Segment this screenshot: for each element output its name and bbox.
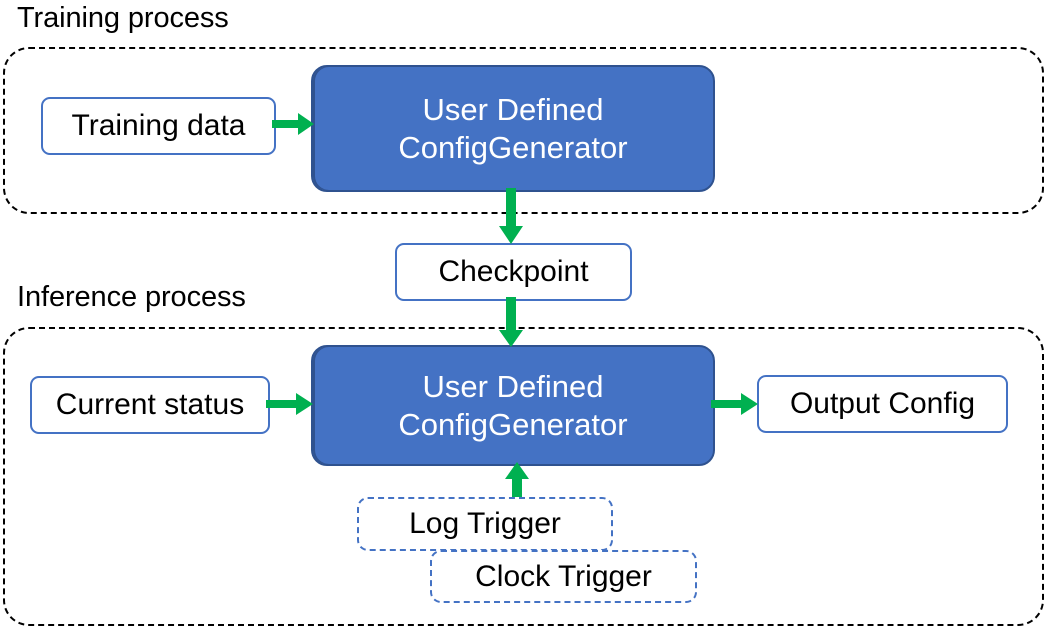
generator-infer-line2: ConfigGenerator bbox=[398, 406, 628, 442]
arrow-current-status-to-generator bbox=[266, 390, 316, 418]
node-checkpoint[interactable]: Checkpoint bbox=[395, 243, 632, 301]
node-user-defined-config-generator-training[interactable]: User Defined ConfigGenerator bbox=[311, 65, 715, 192]
training-process-title: Training process bbox=[17, 2, 229, 34]
node-user-defined-config-generator-inference[interactable]: User Defined ConfigGenerator bbox=[311, 345, 715, 466]
arrow-generator-to-output-config bbox=[711, 390, 761, 418]
arrow-triggers-to-generator bbox=[504, 462, 532, 506]
arrow-generator-to-checkpoint bbox=[498, 188, 526, 246]
generator-infer-line1: User Defined bbox=[422, 368, 604, 404]
training-process-container bbox=[3, 47, 1044, 214]
node-training-data[interactable]: Training data bbox=[41, 97, 276, 155]
arrow-training-data-to-generator bbox=[272, 110, 316, 138]
node-log-trigger[interactable]: Log Trigger bbox=[357, 497, 613, 551]
generator-train-line2: ConfigGenerator bbox=[398, 129, 628, 165]
node-current-status[interactable]: Current status bbox=[30, 376, 270, 434]
inference-process-title: Inference process bbox=[17, 281, 246, 313]
generator-train-line1: User Defined bbox=[422, 91, 604, 127]
inference-process-container bbox=[3, 327, 1044, 626]
node-clock-trigger[interactable]: Clock Trigger bbox=[430, 550, 697, 603]
node-output-config[interactable]: Output Config bbox=[757, 375, 1008, 433]
arrow-checkpoint-to-generator bbox=[498, 297, 526, 349]
